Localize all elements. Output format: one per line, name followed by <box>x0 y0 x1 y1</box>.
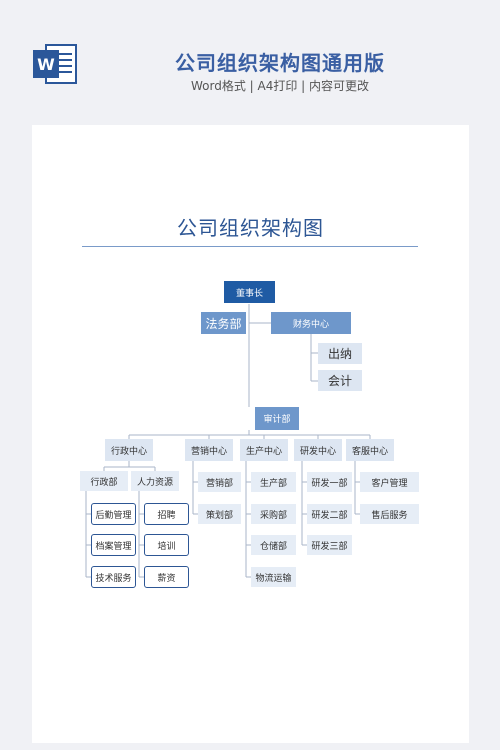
node-recruiting: 招聘 <box>144 503 189 525</box>
header-title: 公司组织架构图通用版 <box>175 51 385 75</box>
node-transport: 物流运输 <box>251 567 296 587</box>
org-chart-title: 公司组织架构图 <box>177 216 324 240</box>
node-production-center: 生产中心 <box>240 439 288 461</box>
node-planning-dept: 策划部 <box>198 504 241 524</box>
node-chairman: 董事长 <box>224 281 275 303</box>
connector-lines <box>85 304 371 578</box>
node-logistics: 后勤管理 <box>91 503 136 525</box>
node-admin-center: 行政中心 <box>105 439 153 461</box>
node-service-center: 客服中心 <box>346 439 394 461</box>
node-rd-center: 研发中心 <box>294 439 342 461</box>
node-legal: 法务部 <box>201 312 246 334</box>
node-rd2: 研发二部 <box>307 504 352 524</box>
node-marketing-dept: 营销部 <box>198 472 241 492</box>
node-training: 培训 <box>144 534 189 556</box>
node-production-dept: 生产部 <box>251 472 296 492</box>
node-accounting: 会计 <box>318 370 362 391</box>
node-finance: 财务中心 <box>271 312 351 334</box>
node-audit: 审计部 <box>255 407 299 430</box>
word-icon-letter: W <box>37 55 55 74</box>
node-rd1: 研发一部 <box>307 472 352 492</box>
node-salary: 薪资 <box>144 566 189 588</box>
node-customer-mgmt: 客户管理 <box>360 472 419 492</box>
node-purchasing-dept: 采购部 <box>251 504 296 524</box>
header-subtitle: Word格式 | A4打印 | 内容可更改 <box>190 79 370 93</box>
node-admin-dept: 行政部 <box>80 471 128 491</box>
node-cashier: 出纳 <box>318 343 362 364</box>
node-archives: 档案管理 <box>91 534 136 556</box>
title-divider <box>82 246 418 247</box>
node-rd3: 研发三部 <box>307 535 352 555</box>
word-icon: W <box>33 44 77 84</box>
node-marketing-center: 营销中心 <box>185 439 233 461</box>
node-tech-service: 技术服务 <box>91 566 136 588</box>
document-page: 公司组织架构图 <box>32 125 469 743</box>
node-hr: 人力资源 <box>131 471 179 491</box>
node-after-sales: 售后服务 <box>360 504 419 524</box>
node-warehouse-dept: 仓储部 <box>251 535 296 555</box>
page-header: W 公司组织架构图通用版 Word格式 | A4打印 | 内容可更改 <box>0 0 500 125</box>
